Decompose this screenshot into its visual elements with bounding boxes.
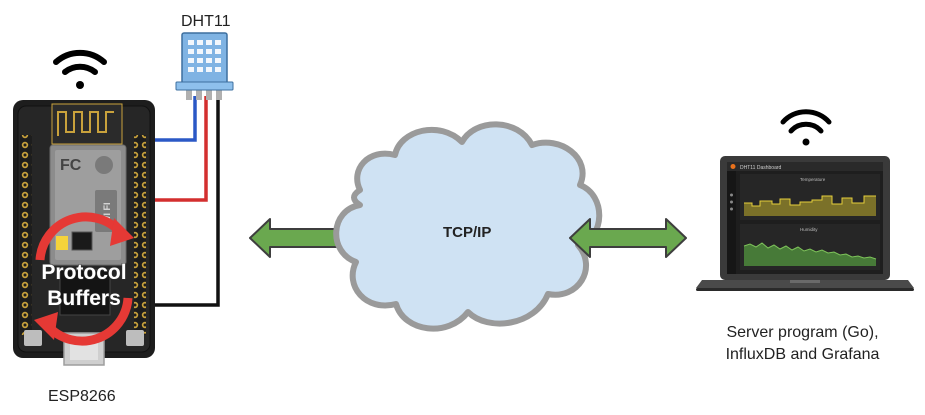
esp8266-board: FC WI FI (13, 100, 155, 366)
wire-black (150, 96, 220, 307)
refresh-cycle-icon (34, 212, 134, 346)
board-logo: FC (60, 157, 82, 174)
cloud-label: TCP/IP (443, 224, 491, 241)
sensor-wires (150, 96, 220, 307)
server-label: Server program (Go), InfluxDB and Grafan… (700, 322, 905, 366)
overlay-protocol: Protocol (41, 261, 126, 284)
sensor-label: DHT11 (181, 13, 231, 30)
overlay-buffers: Buffers (47, 287, 121, 310)
wifi-icon (53, 49, 107, 89)
right-double-arrow (569, 218, 687, 258)
panel2-title: Humidity (800, 227, 818, 232)
server-label-line1: Server program (Go), (726, 324, 879, 341)
wifi-badge: WI FI (102, 203, 112, 225)
tcpip-cloud (333, 121, 603, 332)
board-label: ESP8266 (48, 388, 116, 405)
wire-red (150, 96, 208, 202)
laptop: DHT11 Dashboard Temperature Humidity (696, 156, 914, 291)
wifi-icon (780, 109, 832, 146)
server-label-line2: InfluxDB and Grafana (725, 346, 880, 363)
wire-blue (150, 96, 197, 142)
panel1-title: Temperature (800, 177, 826, 182)
dht11-sensor (175, 32, 234, 100)
dashboard-title: DHT11 Dashboard (740, 165, 782, 171)
